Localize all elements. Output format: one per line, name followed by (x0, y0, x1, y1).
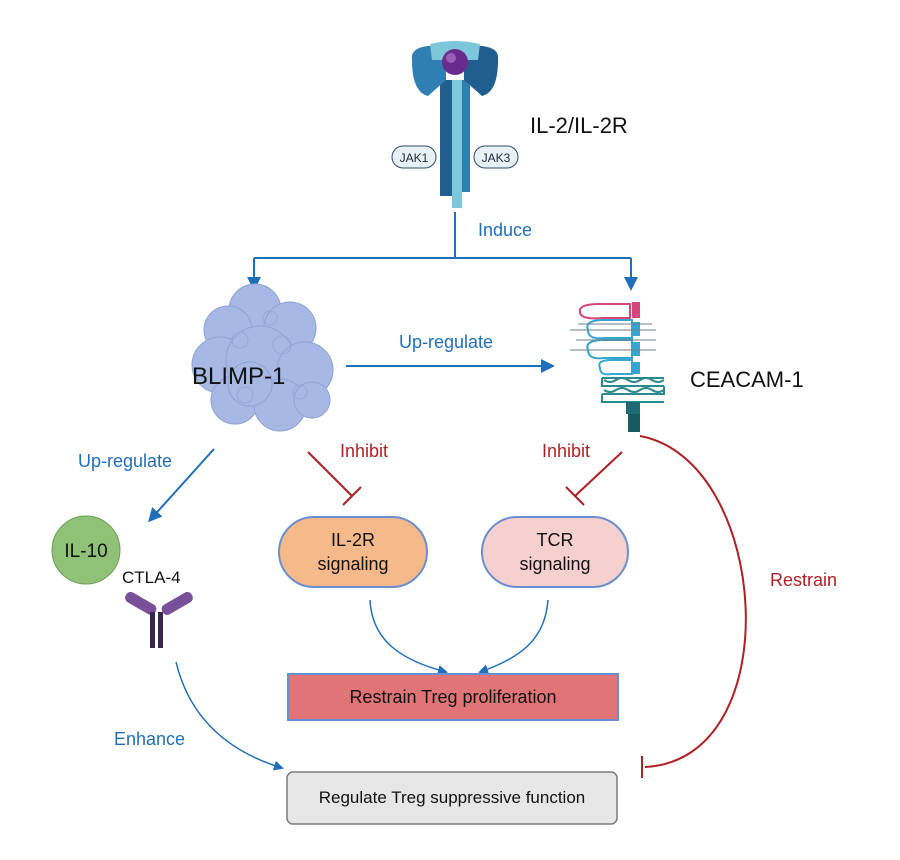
upregulate-il10-label: Up-regulate (78, 451, 172, 471)
blimp1-label: BLIMP-1 (192, 363, 285, 390)
tcr-signaling-line1: TCR (537, 530, 574, 550)
il2r-signaling-line1: IL-2R (331, 530, 375, 550)
inhibit-il2r-label: Inhibit (340, 441, 388, 461)
tcr-to-prolif-arrow (478, 599, 549, 675)
upregulate-il10-arrow (147, 448, 215, 523)
ceacam1-icon (570, 302, 665, 432)
inhibit-tcr-label: Inhibit (542, 441, 590, 461)
upregulate-ceacam-label: Up-regulate (399, 332, 493, 352)
restrain-proliferation-label: Restrain Treg proliferation (349, 687, 556, 707)
blimp1-texture (231, 310, 308, 404)
inhibit-tcr-arrow (565, 451, 623, 506)
il2-receptor-icon (391, 41, 519, 208)
il2r-to-prolif-arrow (369, 599, 448, 675)
il2r-signaling-node (278, 516, 428, 588)
restrain-label: Restrain (770, 570, 837, 590)
ctla4-antibody-icon (125, 591, 193, 648)
enhance-arrow (175, 661, 284, 771)
inhibit-il2r-arrow (307, 451, 362, 506)
il10-label: IL-10 (64, 541, 107, 562)
tcr-signaling-node (481, 516, 629, 588)
il2r-signaling-line2: signaling (317, 554, 388, 574)
restrain-proliferation-box (287, 673, 619, 721)
ceacam1-label: CEACAM-1 (690, 367, 804, 392)
restrain-arrow (639, 435, 747, 768)
enhance-label: Enhance (114, 729, 185, 749)
blimp1-protein-icon (191, 283, 334, 432)
receptor-label: IL-2/IL-2R (530, 113, 628, 138)
ctla4-label: CTLA-4 (122, 568, 181, 587)
induce-label: Induce (478, 220, 532, 240)
induce-arrow (247, 212, 638, 291)
regulate-function-box (286, 771, 618, 825)
jak1-label: JAK1 (400, 151, 429, 165)
jak3-label: JAK3 (482, 151, 511, 165)
regulate-function-label: Regulate Treg suppressive function (319, 788, 586, 807)
il10-node (51, 515, 121, 585)
tcr-signaling-line2: signaling (519, 554, 590, 574)
